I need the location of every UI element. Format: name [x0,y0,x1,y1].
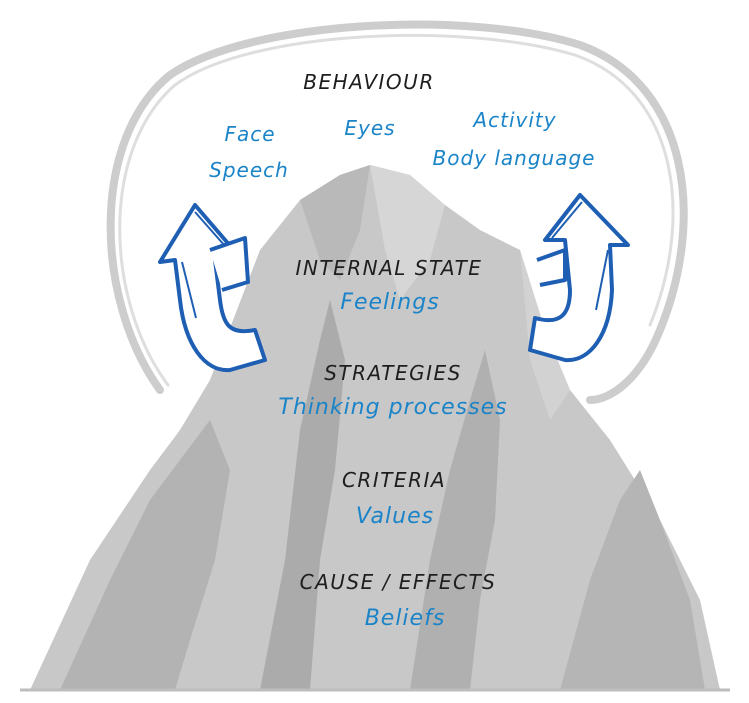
behaviour-item-eyes: Eyes [344,116,396,140]
awareness-loop-inner [118,33,675,387]
behaviour-item-speech: Speech [209,158,289,182]
behaviour-item-activity: Activity [473,108,557,132]
mountain-fold-left [60,420,230,690]
mountain-highlight [370,165,445,300]
level-cause-effects-sub: Beliefs [364,606,446,631]
level-cause-effects-heading: CAUSE / EFFECTS [299,570,497,594]
level-internal-state-sub: Feelings [340,290,440,315]
awareness-loop [106,20,688,404]
right-cycle-arrow-icon [528,193,630,363]
mountain-fold-peak [300,165,370,280]
level-strategies-heading: STRATEGIES [324,361,462,385]
mountain-fold-center [260,300,345,690]
behaviour-item-body-language: Body language [432,146,596,170]
level-internal-state-heading: INTERNAL STATE [295,256,483,280]
mountain-fold-right [560,470,705,690]
level-criteria-sub: Values [355,504,435,529]
behaviour-item-face: Face [224,122,276,146]
behaviour-heading: BEHAVIOUR [303,70,435,94]
level-criteria-heading: CRITERIA [341,468,447,492]
level-strategies-sub: Thinking processes [278,395,508,420]
left-cycle-arrow-icon [158,203,267,373]
mountain-fold-center2 [410,350,500,690]
